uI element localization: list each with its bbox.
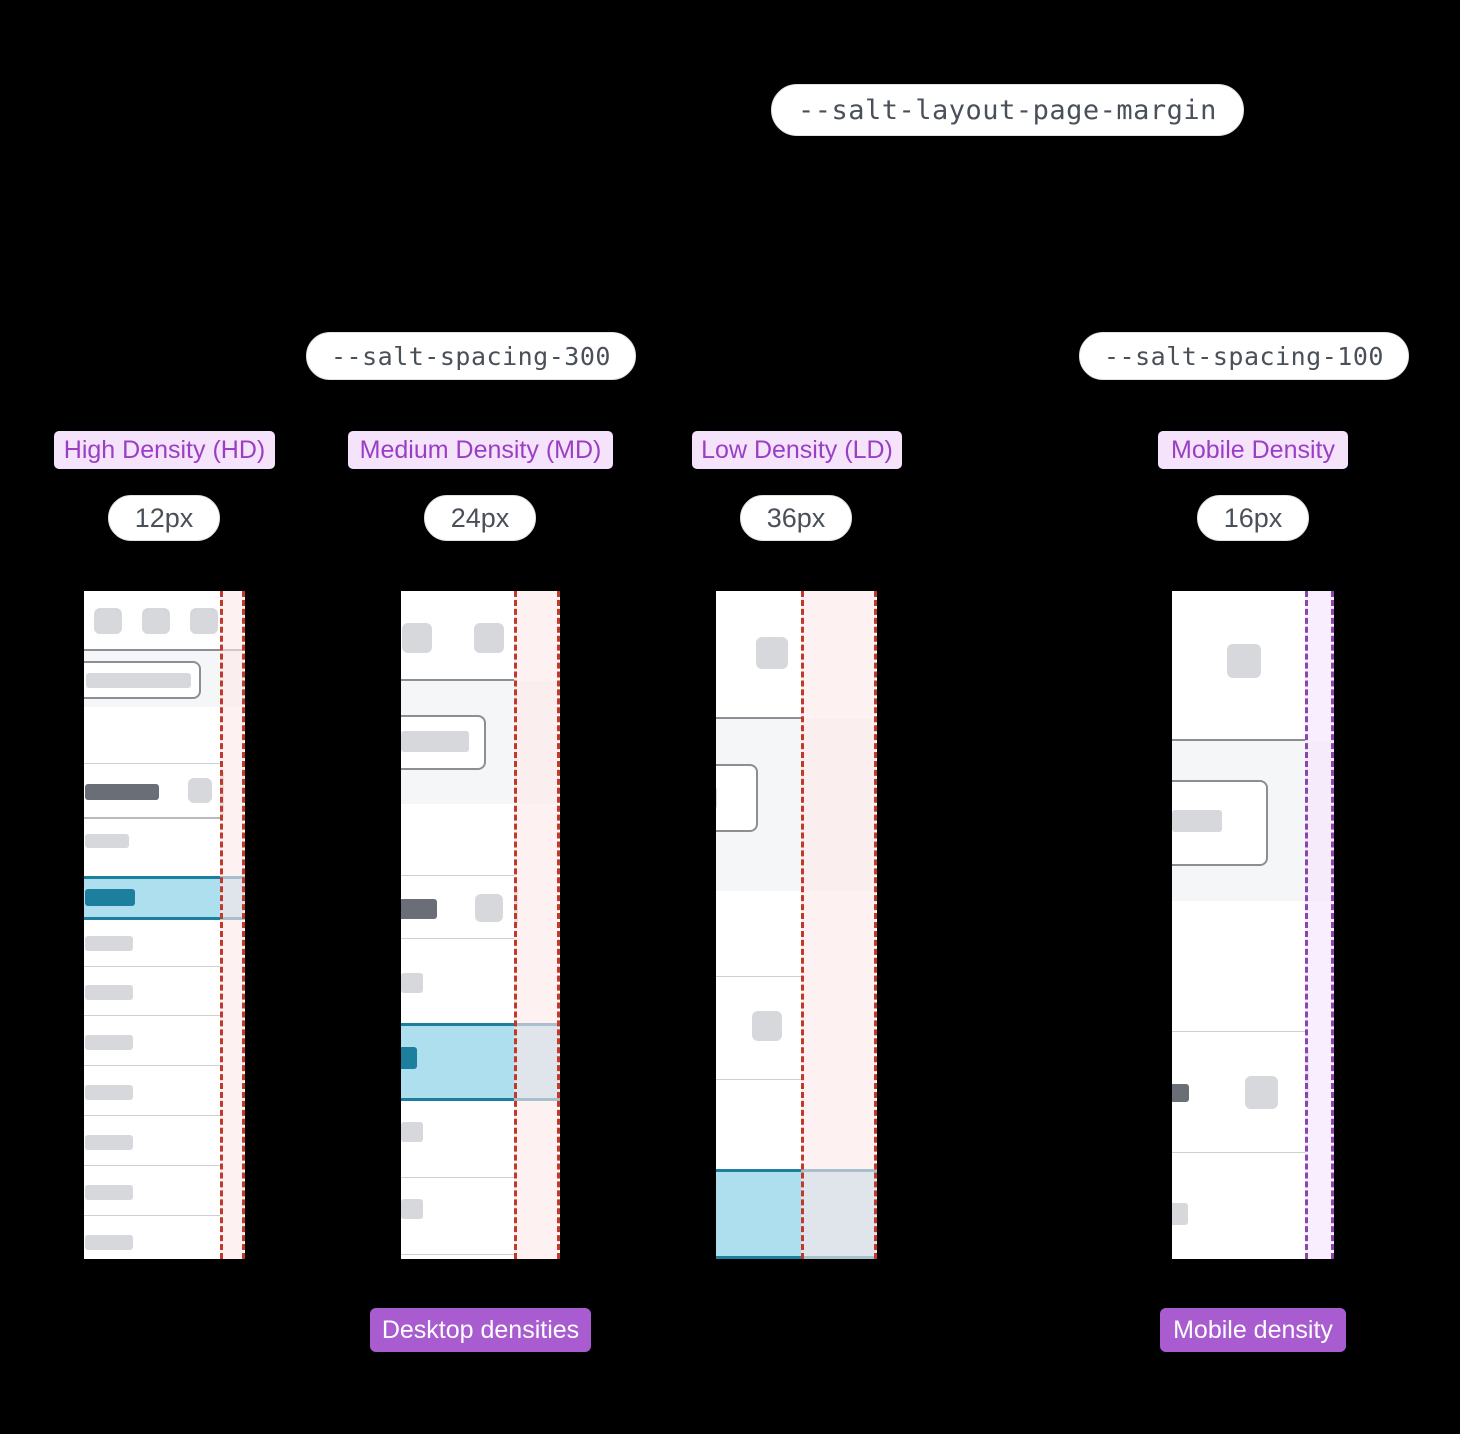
- px-value-medium: 24px: [424, 495, 536, 541]
- density-tag-medium: Medium Density (MD): [348, 431, 613, 469]
- search-input-value: [716, 787, 717, 809]
- page-margin-zone-mobile: [1305, 591, 1334, 1259]
- search-input-value: [1172, 810, 1222, 832]
- group-label-mobile: Mobile density: [1173, 1315, 1333, 1344]
- row-divider: [84, 966, 220, 967]
- mobile-spacing-token-label: --salt-spacing-100: [1104, 341, 1384, 371]
- scrollbar-thumb[interactable]: [1305, 1049, 1309, 1105]
- page-margin-token-label: --salt-layout-page-margin: [798, 94, 1217, 126]
- row-action-icon[interactable]: [752, 1011, 782, 1041]
- row-label: [85, 936, 133, 951]
- group-tag-desktop: Desktop densities: [370, 1308, 591, 1352]
- px-value-low-label: 36px: [766, 502, 826, 533]
- scrollbar-thumb[interactable]: [514, 887, 518, 925]
- row-label: [1172, 1203, 1188, 1225]
- row-label-selected: [85, 889, 135, 906]
- toolbar-tile-icon: [94, 608, 122, 634]
- toolbar-tile-icon: [190, 608, 218, 634]
- px-value-medium-label: 24px: [450, 502, 510, 533]
- toolbar-tile-icon: [474, 623, 504, 653]
- row-divider: [84, 1065, 220, 1066]
- row-label-active: [85, 784, 159, 800]
- desktop-spacing-token-label: --salt-spacing-300: [331, 341, 611, 371]
- row-label: [85, 1035, 133, 1050]
- density-label-low: Low Density (LD): [701, 435, 893, 464]
- search-input-value: [86, 673, 191, 688]
- table-row-selected[interactable]: [401, 1023, 560, 1101]
- toolbar-tile-icon: [1227, 644, 1261, 678]
- px-value-high-label: 12px: [134, 502, 194, 533]
- row-label-active: [401, 899, 437, 919]
- scrollbar-thumb[interactable]: [220, 771, 224, 815]
- row-divider: [84, 1115, 220, 1116]
- row-label: [401, 1199, 423, 1219]
- row-label-selected: [401, 1047, 417, 1069]
- row-label: [401, 973, 423, 993]
- density-label-medium: Medium Density (MD): [359, 435, 602, 464]
- px-value-low: 36px: [740, 495, 852, 541]
- row-divider: [1172, 1152, 1305, 1153]
- row-label-active: [1172, 1084, 1189, 1102]
- px-value-mobile-label: 16px: [1223, 502, 1283, 533]
- row-label: [85, 1185, 133, 1200]
- row-divider: [84, 1215, 220, 1216]
- row-divider: [401, 1254, 514, 1255]
- row-divider: [401, 875, 514, 876]
- mock-app-high-density: [84, 591, 245, 1259]
- row-divider: [716, 1079, 801, 1080]
- table-row-selected[interactable]: [716, 1169, 877, 1259]
- row-divider: [84, 817, 220, 819]
- mock-app-medium-density: [401, 591, 560, 1259]
- row-divider: [716, 976, 801, 977]
- mock-app-low-density: [716, 591, 877, 1259]
- desktop-spacing-token-pill: --salt-spacing-300: [306, 332, 636, 380]
- row-divider: [84, 763, 220, 764]
- toolbar-tile-icon: [402, 623, 432, 653]
- search-input-value: [401, 731, 469, 752]
- toolbar-tile-icon: [756, 637, 788, 669]
- toolbar-tile-icon: [142, 608, 170, 634]
- row-label: [401, 1122, 423, 1142]
- row-divider: [1172, 1031, 1305, 1032]
- row-label: [85, 834, 129, 848]
- row-divider: [84, 1015, 220, 1016]
- page-margin-token-pill: --salt-layout-page-margin: [771, 84, 1244, 136]
- density-tag-mobile: Mobile Density: [1158, 431, 1348, 469]
- row-label: [85, 1235, 133, 1250]
- page-margin-zone-low: [801, 591, 877, 1259]
- row-label: [85, 1085, 133, 1100]
- row-label: [85, 1135, 133, 1150]
- px-value-high: 12px: [108, 495, 220, 541]
- row-action-icon[interactable]: [475, 894, 503, 922]
- row-divider: [401, 1177, 514, 1178]
- group-label-desktop: Desktop densities: [381, 1315, 580, 1344]
- row-label: [85, 985, 133, 1000]
- density-tag-low: Low Density (LD): [692, 431, 902, 469]
- row-action-icon[interactable]: [188, 778, 212, 803]
- toolbar-divider: [716, 717, 801, 719]
- px-value-mobile: 16px: [1197, 495, 1309, 541]
- mock-app-mobile-density: [1172, 591, 1334, 1259]
- mobile-spacing-token-pill: --salt-spacing-100: [1079, 332, 1409, 380]
- density-label-mobile: Mobile Density: [1171, 435, 1335, 464]
- row-action-icon[interactable]: [1245, 1076, 1278, 1109]
- row-divider: [84, 1165, 220, 1166]
- toolbar-divider: [401, 679, 514, 681]
- density-label-high: High Density (HD): [63, 435, 266, 464]
- search-input[interactable]: [716, 764, 758, 832]
- toolbar-divider: [1172, 739, 1305, 741]
- group-tag-mobile: Mobile density: [1160, 1308, 1346, 1352]
- row-divider: [401, 938, 514, 939]
- density-tag-high: High Density (HD): [54, 431, 275, 469]
- toolbar-divider: [84, 649, 245, 651]
